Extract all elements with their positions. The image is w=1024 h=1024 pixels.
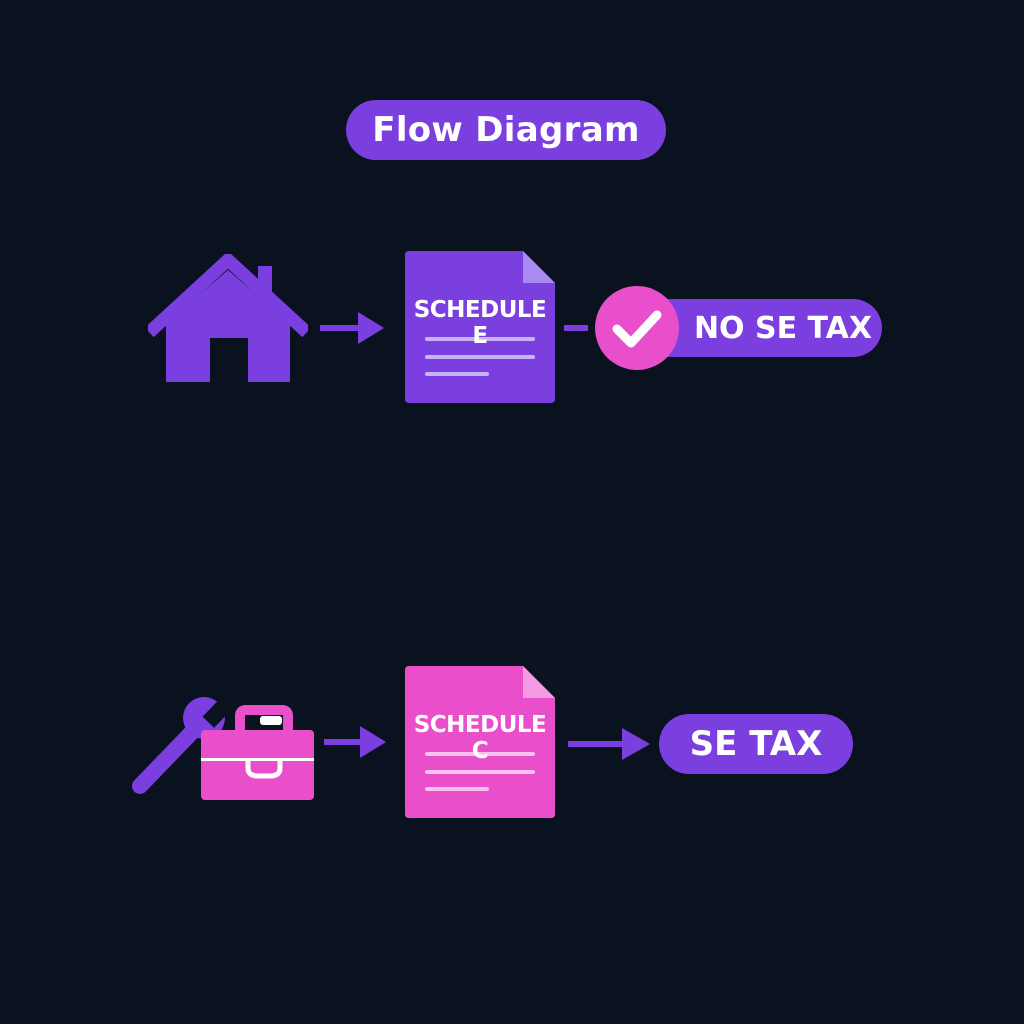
arrow-right-icon [568, 728, 650, 760]
schedule-c-document: SCHEDULE C [405, 666, 555, 818]
house-icon [148, 254, 308, 382]
document-label: SCHEDULE E [413, 297, 547, 349]
schedule-e-document: SCHEDULE E [405, 251, 555, 403]
toolbox-icon [201, 705, 314, 800]
result-label: NO SE TAX [693, 310, 873, 346]
wrench-icon [132, 697, 231, 794]
arrow-right-icon [324, 726, 386, 758]
diagram-title: Flow Diagram [346, 100, 666, 160]
document-icon [405, 666, 555, 818]
result-label: SE TAX [689, 724, 823, 764]
document-label: SCHEDULE C [413, 712, 547, 764]
connector-line [564, 325, 588, 331]
no-se-tax-result: NO SE TAX [640, 299, 882, 357]
document-icon [405, 251, 555, 403]
wrench-toolbox-icon [132, 697, 314, 800]
arrow-right-icon [320, 312, 384, 344]
check-circle-icon [595, 286, 679, 370]
se-tax-result: SE TAX [659, 714, 853, 774]
